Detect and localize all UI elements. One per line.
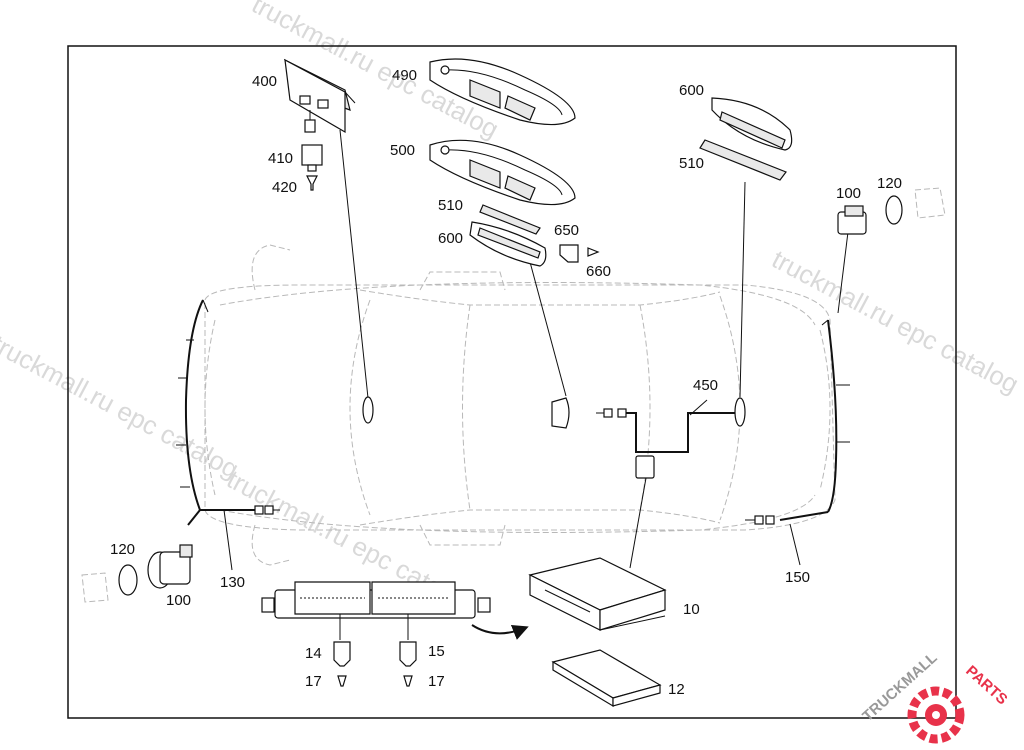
assembly-arrow (471, 624, 529, 640)
label-17-left: 17 (305, 673, 322, 690)
watermark-text: truckmall.ru epc catalog (767, 244, 1024, 399)
part-100-left (147, 544, 193, 589)
part-12 (551, 649, 662, 708)
part-660 (587, 247, 600, 257)
logo-gear-icon (907, 686, 965, 744)
dome-sensor-mid (551, 397, 570, 429)
part-120-left (118, 564, 138, 596)
part-600-center (469, 221, 547, 267)
part-120-right (885, 195, 903, 225)
part-500 (429, 139, 576, 206)
part-400 (283, 58, 356, 134)
front-bumper-harness (745, 319, 850, 525)
car-outline (204, 244, 836, 566)
label-130: 130 (220, 574, 245, 591)
label-100-left: 100 (166, 592, 191, 609)
label-600-front: 600 (679, 82, 704, 99)
part-100-right (837, 205, 867, 235)
label-500: 500 (390, 142, 415, 159)
part-420 (306, 175, 318, 191)
part-10 (528, 557, 667, 631)
label-490: 490 (392, 67, 417, 84)
part-650 (559, 244, 579, 263)
part-490 (429, 58, 576, 126)
label-14: 14 (305, 645, 322, 662)
label-510-front: 510 (679, 155, 704, 172)
label-600: 600 (438, 230, 463, 247)
label-660: 660 (586, 263, 611, 280)
diagram-frame (67, 45, 957, 719)
part-510-front (699, 139, 787, 181)
leader-lines (223, 129, 849, 571)
label-120-right: 120 (877, 175, 902, 192)
logo-text-parts: PARTS (962, 662, 1010, 708)
part-600-front (711, 97, 793, 151)
part-410 (301, 144, 323, 172)
part-connector-left (81, 572, 109, 603)
label-17-right: 17 (428, 673, 445, 690)
part-510-center (479, 204, 541, 235)
label-510: 510 (438, 197, 463, 214)
dome-sensor-rear (362, 396, 374, 424)
label-12: 12 (668, 681, 685, 698)
part-14 (333, 641, 351, 667)
label-450: 450 (693, 377, 718, 394)
callout-labels: 400 410 420 490 500 510 600 650 660 600 … (110, 67, 902, 698)
label-410: 410 (268, 150, 293, 167)
connector-block (261, 581, 491, 640)
label-100-right: 100 (836, 185, 861, 202)
center-harness (596, 408, 735, 479)
part-17-right (403, 675, 413, 687)
rear-bumper-harness (176, 299, 280, 526)
truckmall-logo: TRUCKMALL PARTS (859, 649, 1011, 744)
part-15 (399, 641, 417, 667)
part-connector-right (914, 187, 946, 219)
label-400: 400 (252, 73, 277, 90)
label-150: 150 (785, 569, 810, 586)
watermark-text: truckmall.ru epc catalog (0, 329, 244, 484)
label-10: 10 (683, 601, 700, 618)
label-15: 15 (428, 643, 445, 660)
label-650: 650 (554, 222, 579, 239)
part-17-left (337, 675, 347, 687)
label-120-left: 120 (110, 541, 135, 558)
dome-sensor-front (734, 397, 746, 427)
label-420: 420 (272, 179, 297, 196)
